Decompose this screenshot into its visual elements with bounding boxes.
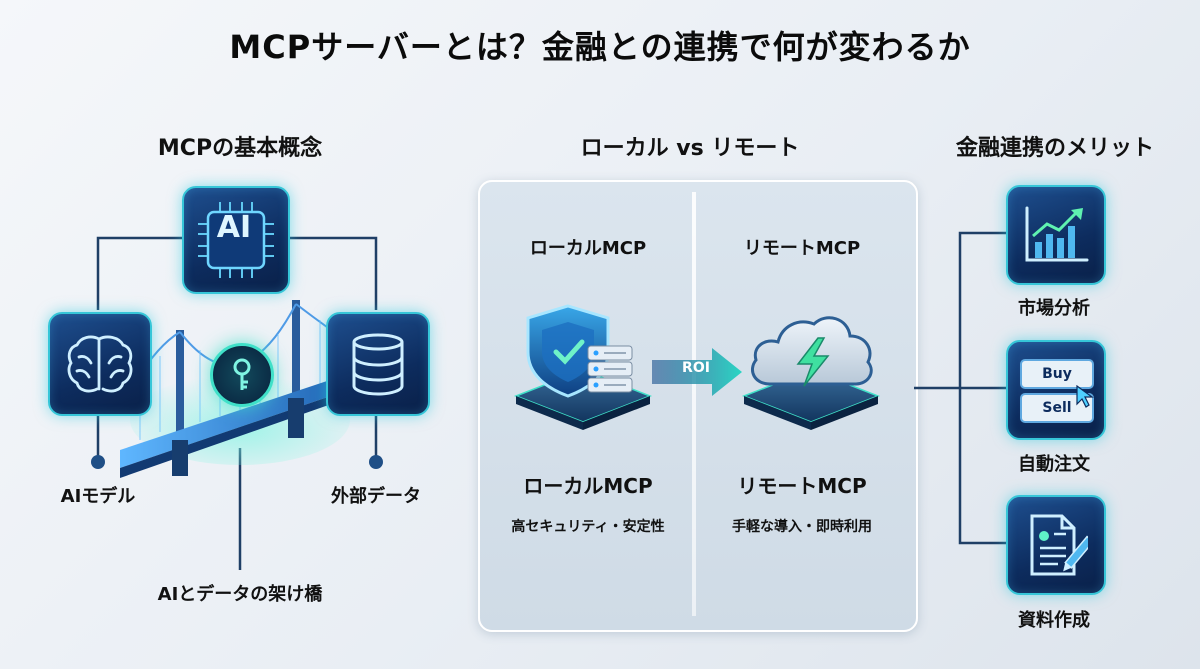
page-title: MCPサーバーとは？金融との連携で何が変わるか <box>229 28 971 66</box>
ai-model-label: AIモデル <box>60 486 136 507</box>
roi-arrow-icon <box>652 348 742 396</box>
remote-label: リモートMCP <box>737 474 867 498</box>
local-label: ローカルMCP <box>523 474 653 498</box>
benefit-label-order: 自動注文 <box>1018 454 1090 475</box>
benefit-tile-market <box>1006 185 1106 285</box>
ai-chip-tile <box>182 186 290 294</box>
benefit-tile-order: Buy Sell <box>1006 340 1106 440</box>
shield-server-icon <box>513 304 653 430</box>
local-header: ローカルMCP <box>529 238 647 259</box>
ai-model-dot <box>91 455 105 469</box>
local-description: 高セキュリティ・安定性 <box>511 519 665 535</box>
remote-description: 手軽な導入・即時利用 <box>732 519 872 535</box>
buy-sell-icon: Buy Sell <box>1018 355 1094 425</box>
buy-chip: Buy <box>1020 359 1094 389</box>
chart-up-icon <box>1025 206 1089 262</box>
panel-divider <box>692 192 696 616</box>
external-data-label: 外部データ <box>331 486 421 507</box>
section-title-benefits: 金融連携のメリット <box>955 136 1154 161</box>
external-data-dot <box>369 455 383 469</box>
section-title-basic: MCPの基本概念 <box>157 136 323 161</box>
remote-header: リモートMCP <box>743 238 861 259</box>
database-icon <box>352 333 404 396</box>
benefit-label-document: 資料作成 <box>1018 610 1090 631</box>
benefit-label-market: 市場分析 <box>1018 298 1090 319</box>
cursor-icon <box>1076 385 1094 408</box>
brain-icon <box>67 335 133 393</box>
key-icon <box>210 343 274 407</box>
ai-chip-icon <box>198 202 274 278</box>
roi-arrow-text: ROI <box>682 360 710 376</box>
ai-chip-text: AI <box>216 210 252 245</box>
cloud-lightning-icon <box>741 316 881 430</box>
section-title-local-remote: ローカル vs リモート <box>580 136 800 161</box>
document-pen-icon <box>1030 514 1088 576</box>
external-data-tile <box>326 312 430 416</box>
benefit-tile-document <box>1006 495 1106 595</box>
bridge-label: AIとデータの架け橋 <box>157 584 323 605</box>
ai-model-tile <box>48 312 152 416</box>
